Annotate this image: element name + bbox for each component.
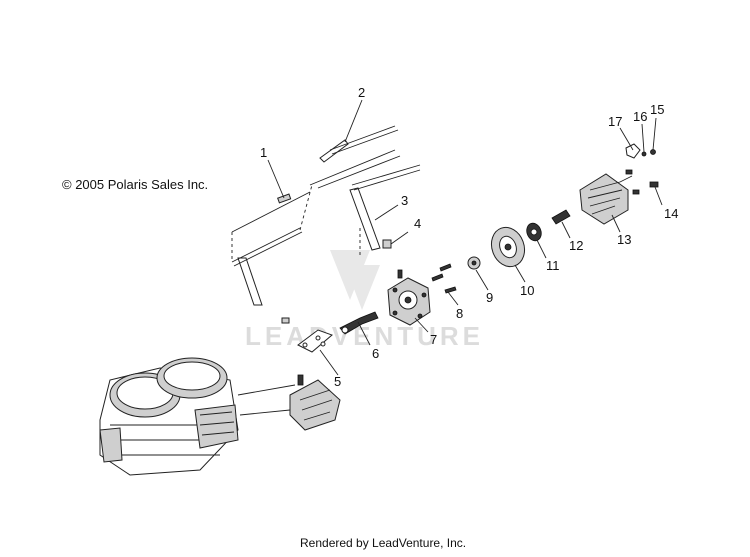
pump-cover-left [237, 374, 341, 431]
watermark-text: LEADVENTURE [245, 321, 484, 351]
pump-body-7 [387, 269, 431, 333]
callout-8: 8 [456, 306, 463, 321]
fitting-4 [382, 239, 392, 249]
callout-labels: 1 2 3 4 5 6 7 8 9 10 11 12 13 14 15 16 1… [260, 85, 678, 389]
callout-9: 9 [486, 290, 493, 305]
callout-13: 13 [617, 232, 631, 247]
callout-4: 4 [414, 216, 421, 231]
bolts-8 [431, 263, 459, 306]
copyright-text: © 2005 Polaris Sales Inc. [62, 177, 208, 192]
callout-3: 3 [401, 193, 408, 208]
leader-2 [344, 99, 363, 143]
callout-2: 2 [358, 85, 365, 100]
footer-credit: Rendered by LeadVenture, Inc. [300, 536, 466, 550]
watermark: LEADVENTURE [245, 250, 484, 351]
leader-3 [374, 204, 399, 221]
cover-13 [579, 173, 629, 233]
gasket-5 [281, 317, 339, 376]
callout-14: 14 [664, 206, 678, 221]
callout-1: 1 [260, 145, 267, 160]
callout-11: 11 [546, 258, 560, 273]
callout-7: 7 [430, 332, 437, 347]
shaft-12 [551, 209, 571, 239]
lever-6 [339, 311, 379, 346]
callout-10: 10 [520, 283, 534, 298]
callout-15: 15 [650, 102, 664, 117]
callout-16: 16 [633, 109, 647, 124]
cylinder-block [99, 357, 239, 476]
oil-lines [231, 99, 421, 306]
callout-6: 6 [372, 346, 379, 361]
leader-1 [267, 159, 285, 199]
callout-12: 12 [569, 238, 583, 253]
callout-17: 17 [608, 114, 622, 129]
hardware-14-17 [619, 117, 663, 206]
disc-10 [490, 226, 526, 283]
gear-11 [526, 222, 547, 259]
gear-9 [467, 256, 489, 291]
callout-5: 5 [334, 374, 341, 389]
